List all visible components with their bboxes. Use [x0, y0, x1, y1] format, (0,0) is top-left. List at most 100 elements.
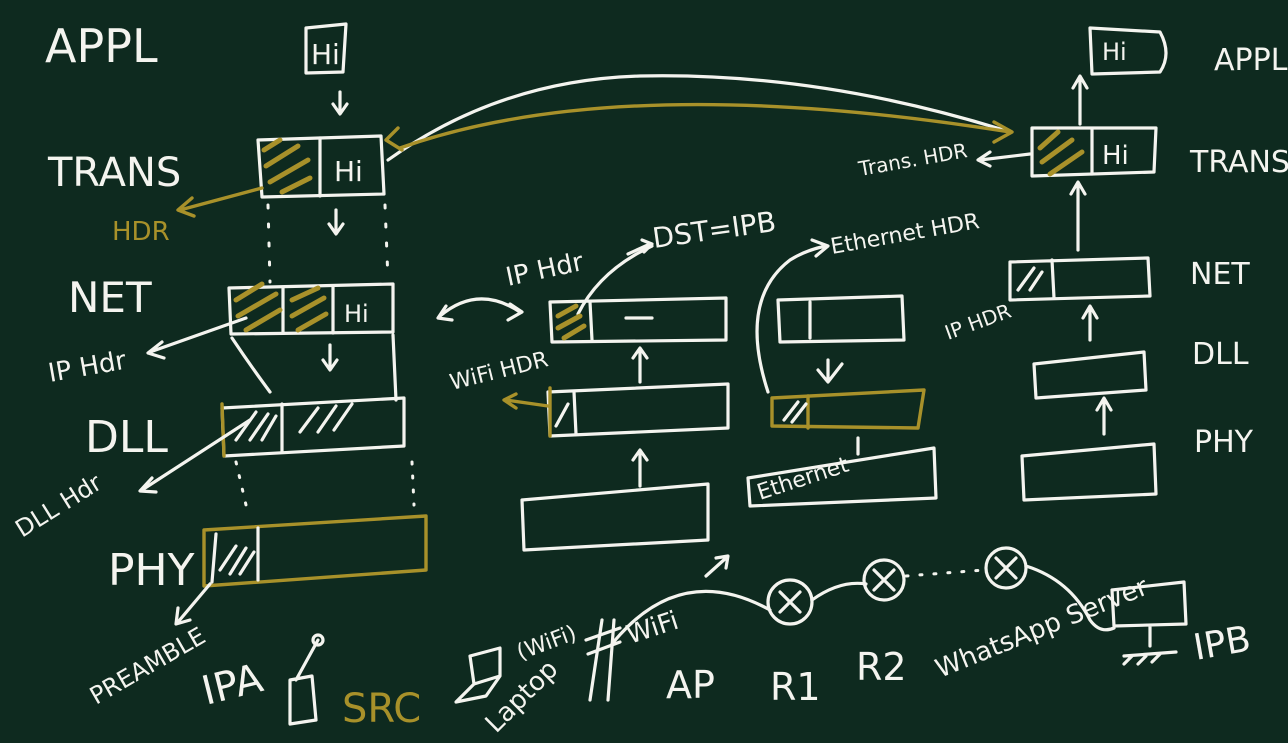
arrow-down-icon: [327, 208, 345, 236]
peer-to-peer-arrow-gold: [398, 102, 1012, 150]
mid-ip-hdr-label: IP Hdr: [503, 247, 586, 293]
arrow-down-icon: [331, 90, 349, 116]
router-r1-icon: [766, 578, 814, 626]
connector-line: [576, 244, 654, 316]
arrow-up-icon: [1095, 396, 1113, 436]
guide-line: [266, 203, 272, 284]
left-dll-label: DLL: [85, 412, 168, 463]
guide-line: [234, 460, 248, 507]
wifi-hdr-label: WiFi HDR: [447, 347, 550, 396]
left-net-label: NET: [68, 273, 152, 322]
dest-host-icon: [1110, 580, 1188, 666]
right-appl-message-box: Hi: [1088, 26, 1168, 76]
router-rn-icon: [984, 546, 1028, 590]
ethernet-link-label: Ethernet: [754, 453, 852, 506]
arrow-down-icon: [816, 358, 844, 384]
arrow-up-icon: [631, 448, 649, 488]
dll-hdr-arrow-icon: [138, 418, 252, 494]
left-dll-frame: [220, 396, 406, 458]
ap-label: AP: [666, 663, 715, 707]
arrow-up-icon: [631, 346, 649, 384]
r2-label: R2: [856, 645, 907, 689]
trans-header-hatch: [261, 137, 313, 195]
connector-line: [391, 333, 398, 402]
right-dll-label: DLL: [1192, 337, 1249, 372]
left-appl-message-box: Hi: [304, 22, 348, 75]
wifi-antenna-icon: [584, 618, 622, 702]
left-layer-labels: APPL TRANS NET DLL PHY: [45, 19, 195, 596]
left-phy-label: PHY: [108, 545, 195, 596]
arrow-up-icon: [1071, 74, 1089, 126]
arrowhead-icon: [384, 126, 404, 152]
laptop-label: Laptop: [480, 654, 565, 739]
right-appl-message: Hi: [1102, 38, 1127, 66]
hdr-arrow-icon: [176, 186, 264, 218]
mid-wifi-box: [546, 382, 730, 438]
wifi-label: WiFi: [623, 606, 682, 651]
r1-label: R1: [770, 665, 821, 709]
wifi-hdr-arrow-icon: [502, 392, 550, 410]
router-r2-icon: [862, 558, 906, 602]
left-net-payload: Hi: [344, 300, 369, 328]
left-trans-segment: Hi: [256, 134, 386, 199]
ethernet-hdr-label: Ethernet HDR: [829, 209, 982, 260]
right-dll-frame: [1032, 350, 1148, 400]
arrow-up-icon: [1081, 304, 1099, 342]
left-hdr-label: HDR: [112, 217, 170, 247]
ip-header-hatch: [233, 281, 283, 333]
mid-phy-box: [520, 482, 710, 552]
dst-label: DST=IPB: [650, 205, 778, 255]
src-ip-label: IPA: [197, 655, 268, 714]
right-trans-segment: Hi: [1030, 126, 1158, 178]
wifi-link-line: [610, 589, 772, 646]
arrowhead-icon: [992, 120, 1014, 144]
left-appl-message: Hi: [311, 38, 340, 71]
right-layer-labels: APPL TRANS NET DLL PHY: [1189, 43, 1288, 460]
right-net-datagram: [1008, 256, 1152, 302]
right-net-label: NET: [1190, 257, 1250, 292]
ethernet-hdr-arrow-icon: [755, 238, 830, 394]
mid-ip-box: [548, 296, 728, 344]
preamble-arrow-icon: [174, 582, 212, 626]
src-label: SRC: [342, 686, 421, 732]
ethernet-arrow-icon: [704, 554, 730, 578]
payload-hatch: [298, 402, 354, 434]
right-trans-hdr-label: Trans. HDR: [856, 138, 969, 181]
guide-line: [383, 203, 390, 282]
peer-to-peer-arrow: [386, 74, 1012, 162]
left-phy-frame: [202, 514, 428, 588]
multi-hop-dotted-line: [904, 568, 986, 578]
left-trans-label: TRANS: [47, 150, 181, 196]
ip-hdr-arrow-icon: [146, 316, 248, 360]
link-line: [810, 581, 868, 602]
left-appl-label: APPL: [45, 19, 158, 73]
arrow-up-icon: [1069, 180, 1087, 252]
guide-line: [410, 460, 416, 507]
left-trans-payload: Hi: [334, 155, 363, 188]
right-phy-frame: [1020, 442, 1158, 502]
trans-header-hatch: [289, 285, 329, 333]
left-dll-hdr-label: DLL Hdr: [10, 468, 106, 543]
src-host-icon: [288, 633, 325, 726]
connector-line: [230, 336, 272, 394]
dll-header-hatch: [234, 410, 278, 442]
right-appl-label: APPL: [1214, 43, 1288, 78]
laptop-icon: [454, 646, 502, 704]
preamble-hatch: [218, 544, 256, 576]
dest-ip-label: IPB: [1190, 619, 1253, 669]
router-phy-box: [746, 446, 938, 508]
right-ip-hdr-label: IP HDR: [942, 299, 1015, 345]
preamble-label: PREAMBLE: [85, 622, 210, 710]
left-ip-hdr-label: IP Hdr: [46, 346, 129, 389]
trans-hdr-arrow-icon: [976, 150, 1032, 168]
right-trans-payload: Hi: [1102, 141, 1129, 171]
double-arrow-icon: [436, 297, 524, 322]
ip-header-hatch: [555, 303, 587, 341]
router-ethernet-box: [770, 388, 926, 430]
right-trans-label: TRANS: [1189, 145, 1288, 180]
left-net-datagram: Hi: [227, 281, 395, 336]
arrow-down-icon: [321, 343, 339, 372]
trans-header-hatch: [1037, 129, 1085, 177]
